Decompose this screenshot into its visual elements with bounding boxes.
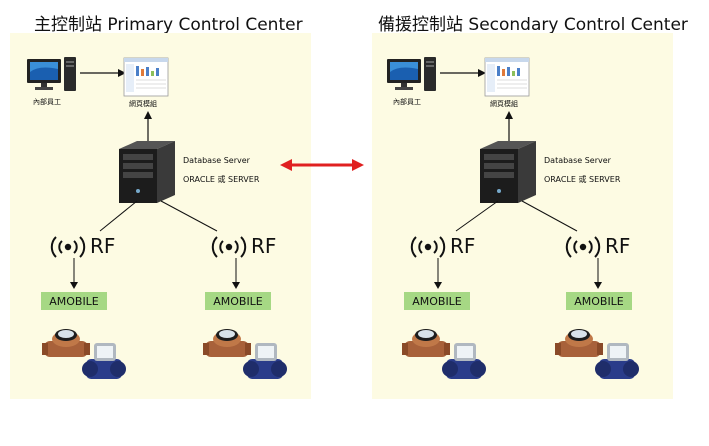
web-dashboard-icon [123, 57, 169, 97]
primary-site-title: 主控制站 Primary Control Center [34, 15, 303, 35]
brass-water-meter-icon [402, 329, 450, 357]
brass-water-meter-icon [555, 329, 603, 357]
water-meters-group [42, 329, 126, 379]
database-detail-label: ORACLE 或 SERVER [183, 175, 260, 184]
amobile-box: AMOBILE [404, 292, 470, 310]
rf-label: RF [90, 234, 116, 258]
arrow-staff-to-web [80, 69, 126, 77]
electronic-water-meter-icon [442, 343, 486, 379]
desktop-computer-icon [387, 57, 436, 91]
database-server-label: Database Server [544, 156, 611, 165]
brass-water-meter-icon [203, 329, 251, 357]
arrow-staff-to-web [440, 69, 486, 77]
rf-label: RF [605, 234, 631, 258]
web-dashboard-icon [484, 57, 530, 97]
secondary-control-center-panel: 內部員工 網頁模組 Database Server ORACLE 或 SERVE… [372, 33, 673, 399]
web-module-label: 網頁模組 [129, 100, 157, 108]
water-meters-group [203, 329, 287, 379]
database-detail-label: ORACLE 或 SERVER [544, 175, 621, 184]
amobile-box: AMOBILE [566, 292, 632, 310]
wireless-signal-icon [410, 236, 446, 258]
wireless-signal-icon [565, 236, 601, 258]
desktop-computer-icon [27, 57, 76, 91]
electronic-water-meter-icon [595, 343, 639, 379]
electronic-water-meter-icon [243, 343, 287, 379]
secondary-site-title: 備援控制站 Secondary Control Center [378, 15, 688, 35]
wireless-signal-icon [211, 236, 247, 258]
staff-label: 內部員工 [393, 98, 421, 106]
brass-water-meter-icon [42, 329, 90, 357]
arrow-server-to-web [144, 111, 152, 145]
server-tower-icon [119, 141, 175, 203]
wireless-signal-icon [50, 236, 86, 258]
primary-control-center-panel: 內部員工 網頁模組 Database Server ORACLE 或 SERVE… [10, 33, 311, 399]
water-meters-group [402, 329, 486, 379]
web-module-label: 網頁模組 [490, 100, 518, 108]
rf-label: RF [251, 234, 277, 258]
database-server-label: Database Server [183, 156, 250, 165]
rf-label: RF [450, 234, 476, 258]
server-to-rf-lines [70, 200, 240, 289]
staff-label: 內部員工 [33, 98, 61, 106]
amobile-box: AMOBILE [41, 292, 107, 310]
electronic-water-meter-icon [82, 343, 126, 379]
arrow-server-to-web [505, 111, 513, 145]
server-tower-icon [480, 141, 536, 203]
sync-double-arrow [280, 159, 364, 171]
amobile-box: AMOBILE [205, 292, 271, 310]
water-meters-group [555, 329, 639, 379]
server-to-rf-lines [434, 200, 602, 289]
